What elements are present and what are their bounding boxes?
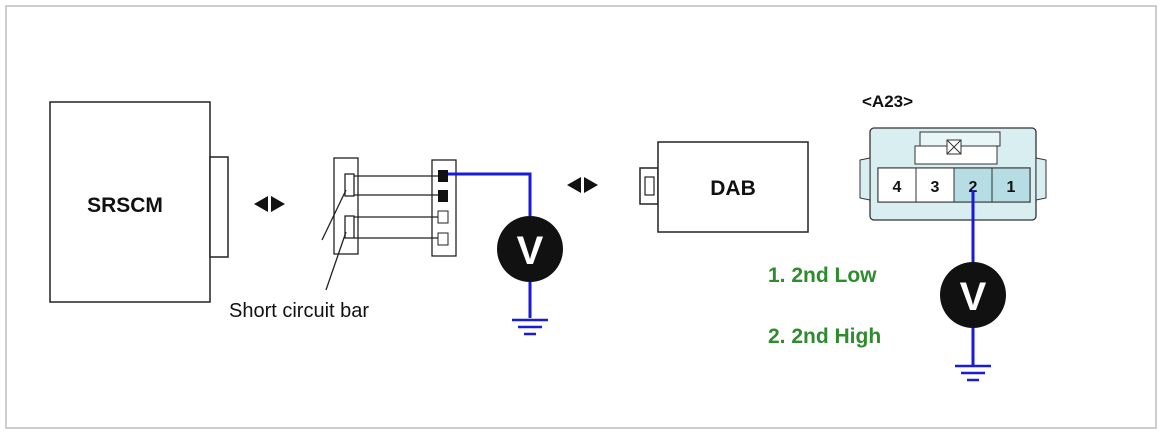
voltmeter-2-circle [940,262,1006,328]
double-arrow-right [567,177,598,193]
pin-number-2: 2 [969,179,978,196]
srscm-label: SRSCM [87,194,163,217]
srscm-module: SRSCM [49,101,229,303]
srscm-body [49,101,211,303]
dab-connector-slot [644,176,655,196]
step-1-label: 1. 2nd Low [768,264,877,287]
pin-cell-1 [991,167,1031,203]
short-circuit-bar: Short circuit bar [229,157,457,322]
connector-side-left [859,157,871,201]
dab-module: DAB [639,141,809,233]
pin-cell-4 [877,167,917,203]
pin-number-3: 3 [931,179,940,196]
srscm-connector-stub [209,156,229,258]
dab-label: DAB [710,177,756,200]
step-2-label: 2. 2nd High [768,325,881,348]
leader-line-1 [321,189,347,241]
pin-2 [438,190,448,202]
pin-number-1: 1 [1007,179,1016,196]
voltmeter-1-circle [497,216,563,282]
voltmeter-1-symbol: V [517,229,544,273]
wire-1 [448,172,532,216]
short-bar-label: Short circuit bar [229,300,369,322]
ground-2-icon [955,364,991,382]
pin-cell-3 [915,167,955,203]
voltmeter-2-symbol: V [960,275,987,319]
lock-cross-icon [946,139,962,155]
pin-4 [437,232,449,246]
a23-connector: <A23> 4 3 2 1 [859,92,1047,221]
dab-body [657,141,809,233]
voltmeter-2: V [940,190,1006,382]
pin-number-4: 4 [893,179,902,196]
ground-1-icon [512,318,548,336]
connector-side-right [1035,157,1047,201]
short-bar-clip-lower [344,215,355,239]
pin-3 [437,210,449,224]
short-bar-clip-upper [344,173,355,197]
double-arrow-left [254,196,285,212]
connector-id-label: <A23> [862,92,913,111]
leader-line-2 [325,231,347,291]
pin-cells: 4 3 2 1 [877,167,1031,203]
voltmeter-1: V [448,172,563,336]
pin-1 [438,170,448,182]
